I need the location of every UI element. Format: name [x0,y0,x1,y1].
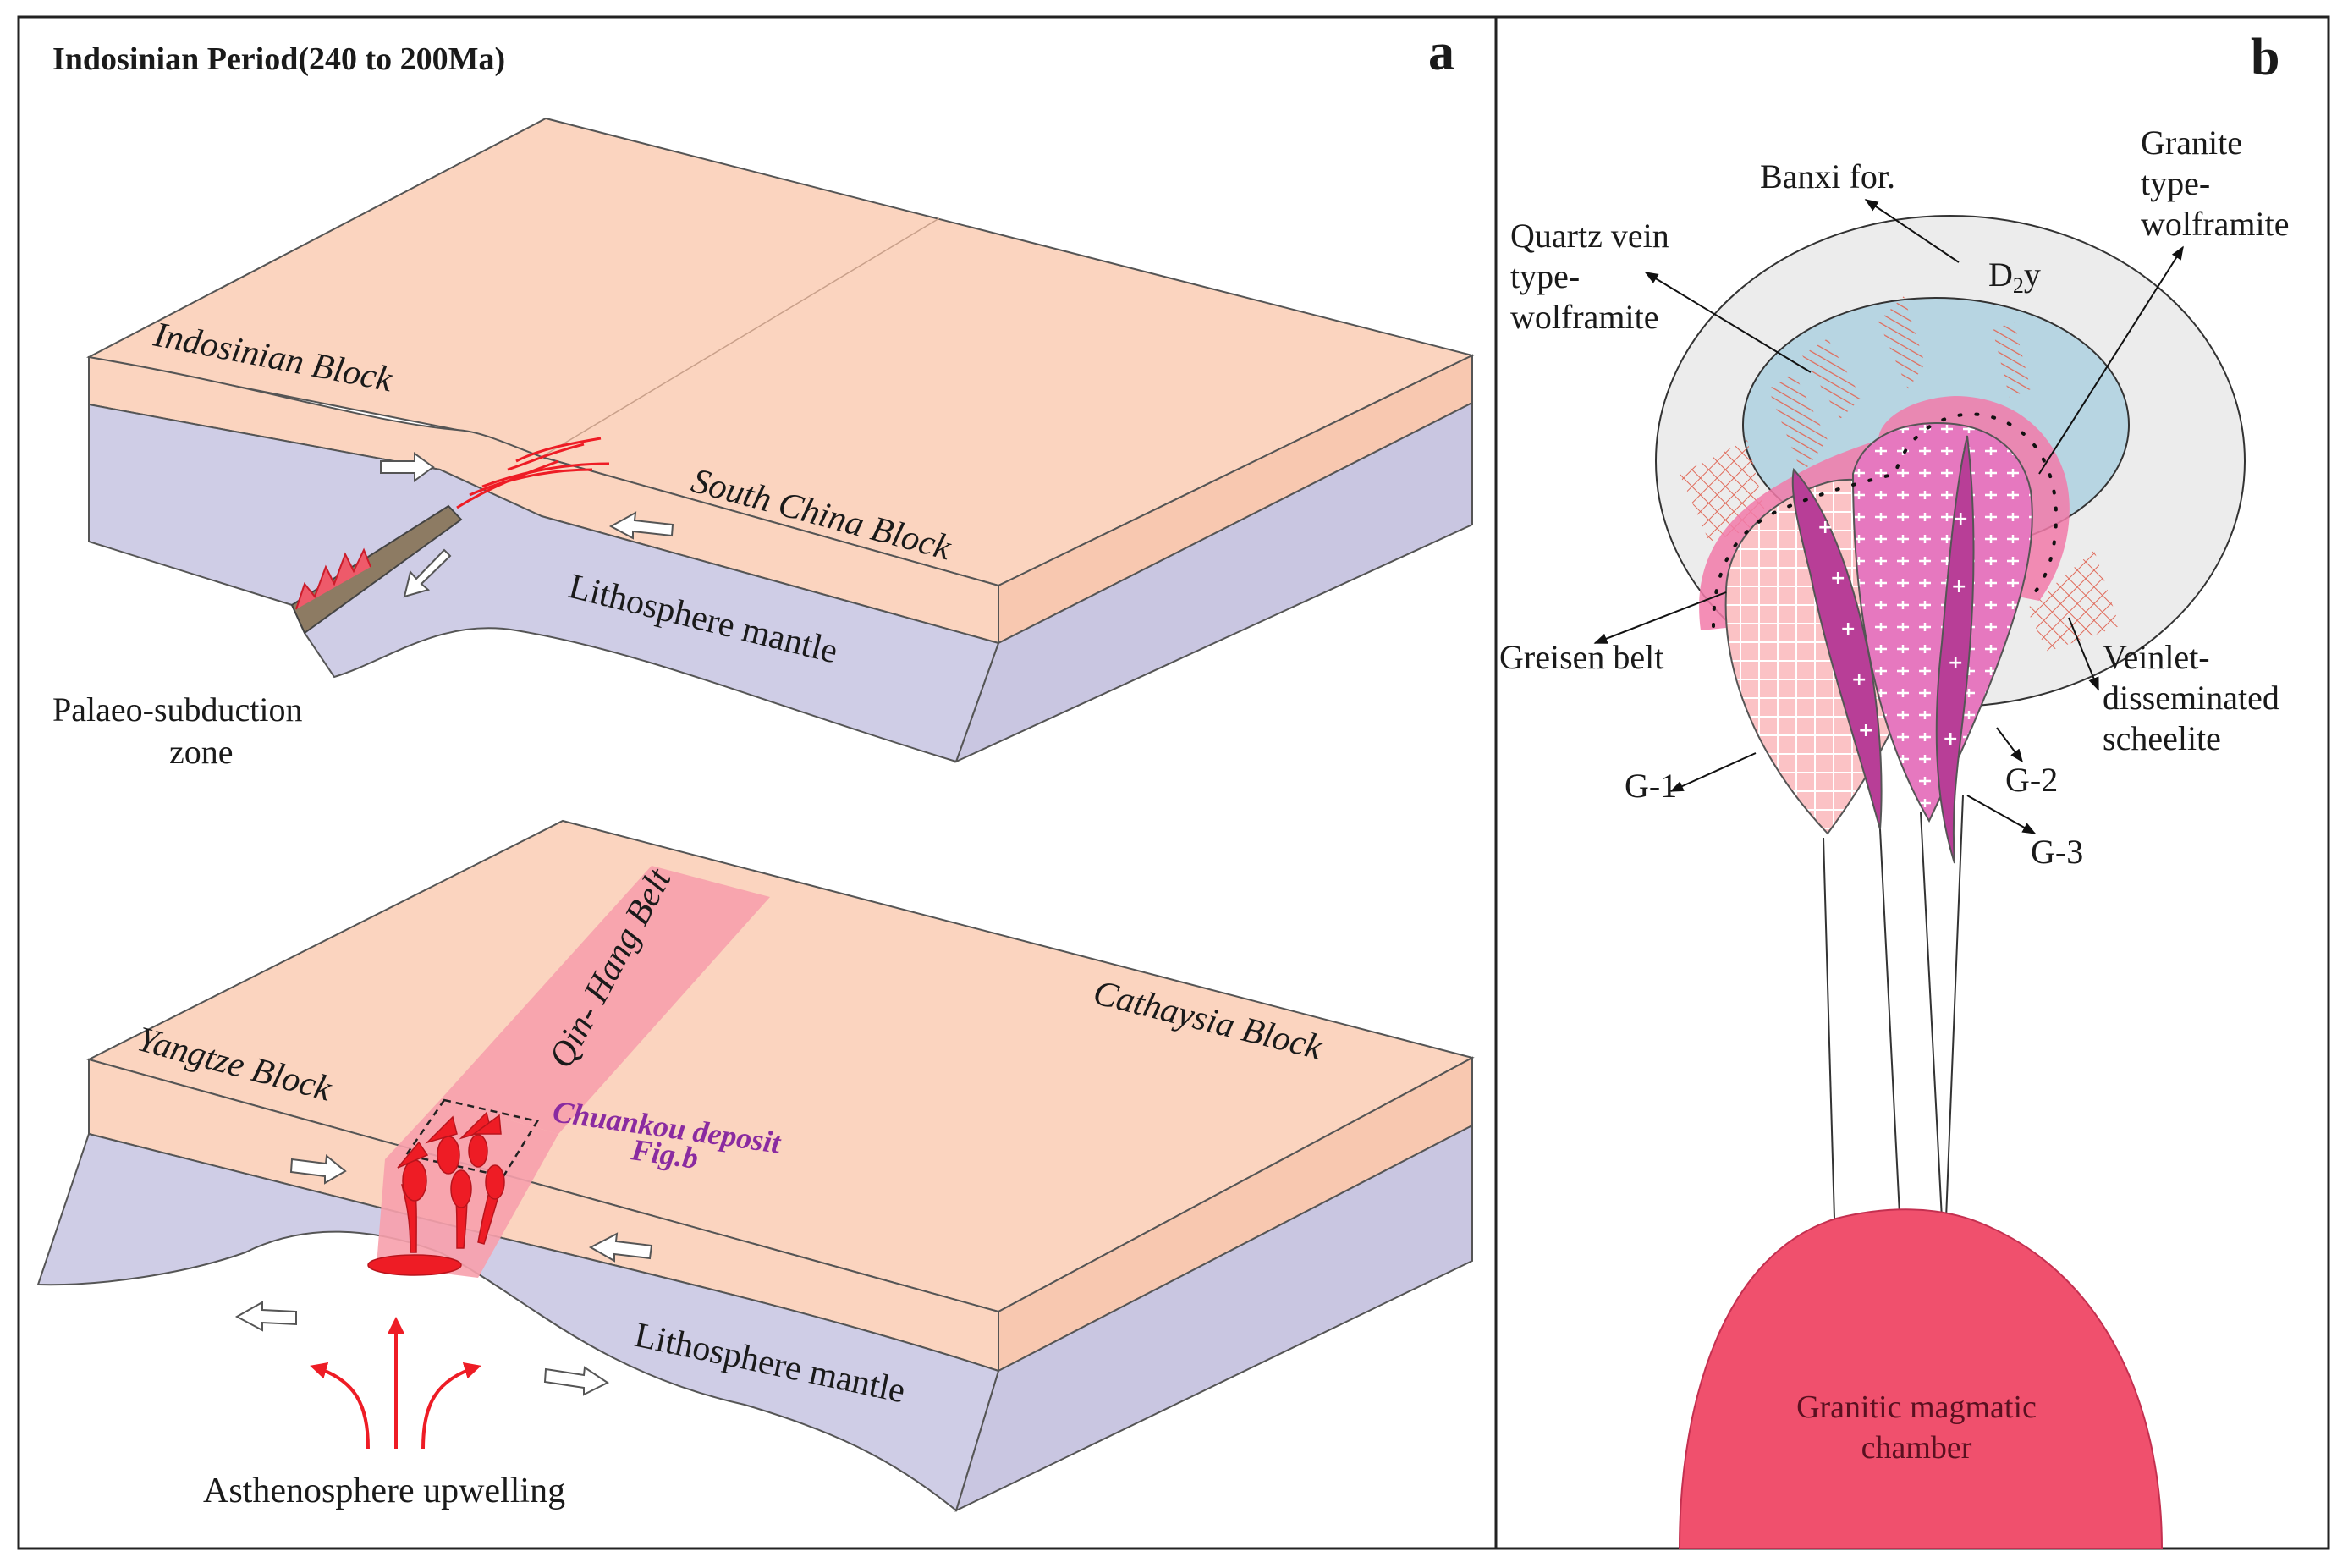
upper-block-diagram: Indosinian Block South China Block Litho… [52,117,1475,771]
svg-text:+: + [1858,720,1873,741]
label-greisen: Greisen belt [1499,638,1663,676]
svg-text:+: + [1851,669,1867,690]
label-veinlet-3: scheelite [2103,719,2221,757]
quartz-vein-2 [1802,338,1861,419]
lower-mantle-front [36,1132,1000,1512]
label-granite-3: wolframite [2141,205,2290,243]
asthenosphere-arrows [310,1317,481,1450]
magma-chamber [1678,1208,2164,1549]
arrow-mantle-east [543,1366,609,1396]
arrow-cathaysia-west [588,1232,653,1263]
label-palaeo-subduction-1: Palaeo-subduction [52,690,303,729]
subduction-sawtooth [295,547,371,610]
label-quartz-1: Quartz vein [1510,217,1669,255]
arrow-southchina-west [608,511,674,540]
label-asthenosphere: Asthenosphere upwelling [203,1472,565,1510]
arrow-yangtze-east [289,1154,347,1185]
d2y-subscript: 2 [2013,273,2024,298]
svg-text:+: + [1830,568,1845,589]
qin-hang-belt-top [440,866,770,1134]
red-intrusions [367,1111,505,1276]
label-g1: G-1 [1625,767,1677,805]
svg-text:+: + [1943,729,1958,750]
label-d2y: D2y [1988,256,2041,298]
upper-mantle-front [88,403,1000,763]
label-banxi: Banxi for. [1760,157,1895,195]
subducting-slab [290,504,463,635]
label-granite-1: Granite [2141,124,2242,162]
svg-text:+: + [1953,509,1968,530]
label-g3: G-3 [2031,833,2083,871]
quartz-vein-3 [1878,296,1925,389]
quartz-vein-4 [1993,322,2031,398]
d2y-main: D [1988,256,2013,294]
svg-text:+: + [1817,517,1833,538]
arrow-slab-down [403,548,452,598]
label-palaeo-subduction-2: zone [169,733,234,771]
panel-a-letter: a [1428,24,1454,81]
label-chamber-1: Granitic magmatic [1796,1389,2037,1425]
leader-lines [1593,199,2184,834]
svg-text:+: + [1948,652,1963,674]
ore-deposit-diagram: +++++ ++++ Banxi for. D2y Granite type- … [1499,124,2290,1549]
label-veinlet-1: Veinlet- [2103,638,2210,676]
g3-plus-marks: + + + + + + + + + [1817,509,1968,750]
label-veinlet-2: disseminated [2103,679,2279,717]
dotted-contact [1712,412,2059,628]
upper-crust-front [88,355,999,645]
label-quartz-2: type- [1510,257,1580,295]
granite-g3-dike-right [1935,435,1975,864]
feeder-conduits [1823,795,1964,1219]
d2y-tail: y [2024,256,2041,294]
lower-block-diagram: Qin- Hang Belt Cathaysia Block Yangtze B… [36,819,1475,1512]
svg-text:+: + [1840,619,1856,640]
veinlet-zone-right [2026,550,2120,652]
upper-faults [456,437,610,509]
svg-text:+: + [1951,576,1966,597]
label-g2: G-2 [2005,761,2058,799]
granite-g3-dike-left [1791,467,1883,830]
upper-suture-line [541,217,940,458]
label-quartz-3: wolframite [1510,298,1659,336]
panel-b-letter: b [2251,29,2279,86]
arrow-mantle-west [234,1301,297,1332]
arrow-indosinian-east [380,452,435,482]
label-chamber-2: chamber [1861,1430,1972,1466]
panel-a-title: Indosinian Period(240 to 200Ma) [52,41,505,77]
label-granite-2: type- [2141,164,2210,202]
quartz-vein-1 [1768,372,1828,474]
figure-frame [17,15,2330,1550]
